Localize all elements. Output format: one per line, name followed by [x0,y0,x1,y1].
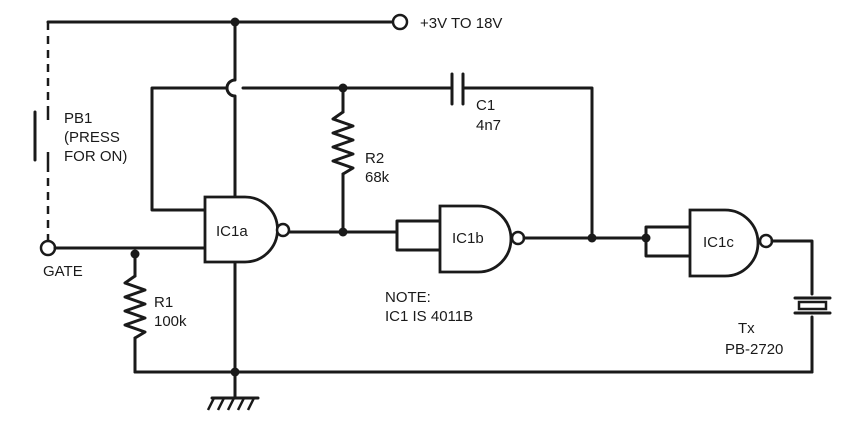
note-line2: IC1 IS 4011B [385,308,473,325]
ic1b-label: IC1b [452,230,484,247]
r2-value: 68k [365,169,390,186]
pb1-ref: PB1 [64,110,92,127]
gate-ic1c: IC1c [644,208,774,278]
gate-label: GATE [43,263,83,280]
ic1c-label: IC1c [703,234,734,251]
r1-ref: R1 [154,294,173,311]
gate-ic1b: IC1b [395,204,526,274]
resistor-r1: R1 100k [123,252,187,374]
junction-dots [130,17,651,377]
transducer-tx: Tx PB-2720 [725,239,832,374]
push-button-pb1: PB1 (PRESS FOR ON) [33,22,127,240]
gate-ic1a: IC1a [203,195,291,264]
c1-ref: C1 [476,97,495,114]
gate-input: GATE [39,239,207,280]
supply-drop-wire [225,20,237,199]
feedback-network: R2 68k [150,86,452,234]
gate-terminal [39,239,57,257]
supply-label: +3V TO 18V [420,15,502,32]
tx-ref: Tx [738,320,755,337]
pb1-note-line2: FOR ON) [64,148,127,165]
supply-rail: +3V TO 18V [46,13,502,32]
tx-part: PB-2720 [725,341,783,358]
supply-terminal [391,13,409,31]
ic-note: NOTE: IC1 IS 4011B [385,289,473,325]
note-line1: NOTE: [385,289,431,306]
ground-bus [133,370,814,411]
capacitor-c1: C1 4n7 [450,72,594,240]
pb1-note-line1: (PRESS [64,129,120,146]
c1-value: 4n7 [476,117,501,134]
ic1a-label: IC1a [216,223,248,240]
r1-value: 100k [154,313,187,330]
r2-ref: R2 [365,150,384,167]
